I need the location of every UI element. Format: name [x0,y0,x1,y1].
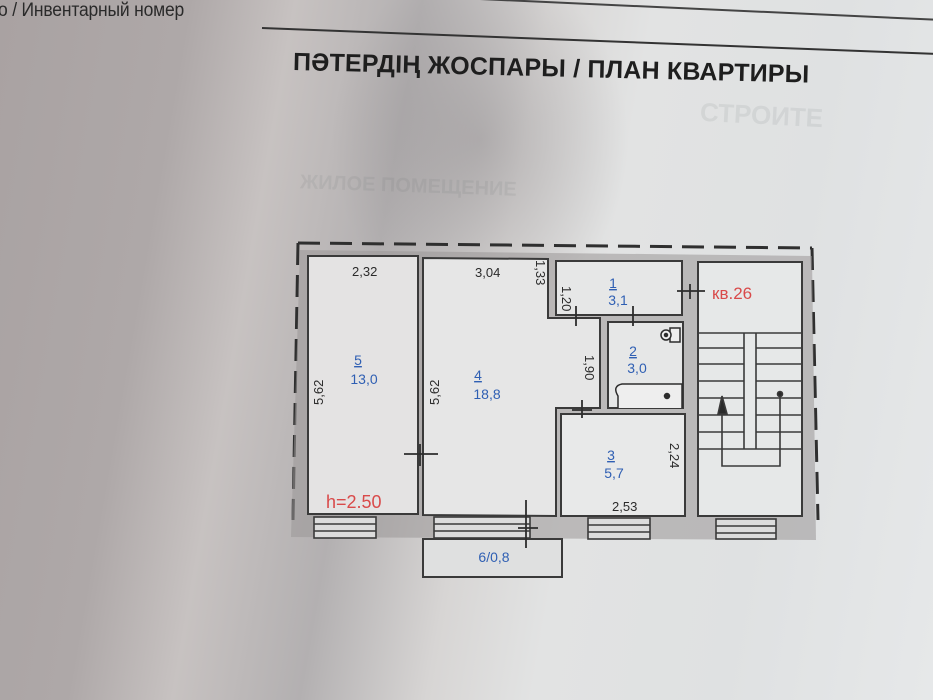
room-3-area: 5,7 [604,465,624,481]
stairwell [697,261,803,517]
door-marks [404,284,705,548]
room-4-number: 4 [474,367,482,383]
dimension-room5-height: 5,62 [311,380,326,405]
room-1 [555,260,683,316]
room-1-number: 1 [609,275,617,291]
room-5 [307,255,419,515]
room-3 [560,413,686,517]
room-labels: 5 13,0 4 18,8 1 3,1 2 3,0 3 5,7 6/0,8 [350,275,647,565]
dimension-room4-height: 5,62 [427,380,442,405]
ceiling-height: h=2.50 [326,492,382,512]
room-5-area: 13,0 [350,371,377,387]
dimension-room2-height: 1,90 [582,355,597,380]
windows [313,516,777,540]
dimension-labels: 2,32 3,04 2,53 5,62 5,62 1,33 1,20 1,90 … [311,260,682,514]
room-4 [422,256,601,518]
dimension-room5-width: 2,32 [352,264,377,279]
room-2-area: 3,0 [627,360,647,376]
stairs-icon [698,332,802,467]
dimension-corridor-width: 1,33 [533,260,548,285]
inventory-number-label: о / Инвентарный номер [0,0,185,21]
bathtub-icon [615,383,683,408]
room-2-number: 2 [629,343,637,359]
room-5-number: 5 [354,352,362,368]
balcony [422,538,563,578]
toilet-icon [660,327,681,343]
room-4-area: 18,8 [473,386,500,402]
dimension-room3-width: 2,53 [612,499,637,514]
dimension-room3-height: 2,24 [667,443,682,468]
balcony-label: 6/0,8 [478,549,509,565]
room-1-area: 3,1 [608,292,628,308]
room-3-number: 3 [607,447,615,463]
dimension-room4-width: 3,04 [475,265,500,280]
dimension-room1-height: 1,20 [559,286,574,311]
apartment-number: кв.26 [712,284,752,303]
